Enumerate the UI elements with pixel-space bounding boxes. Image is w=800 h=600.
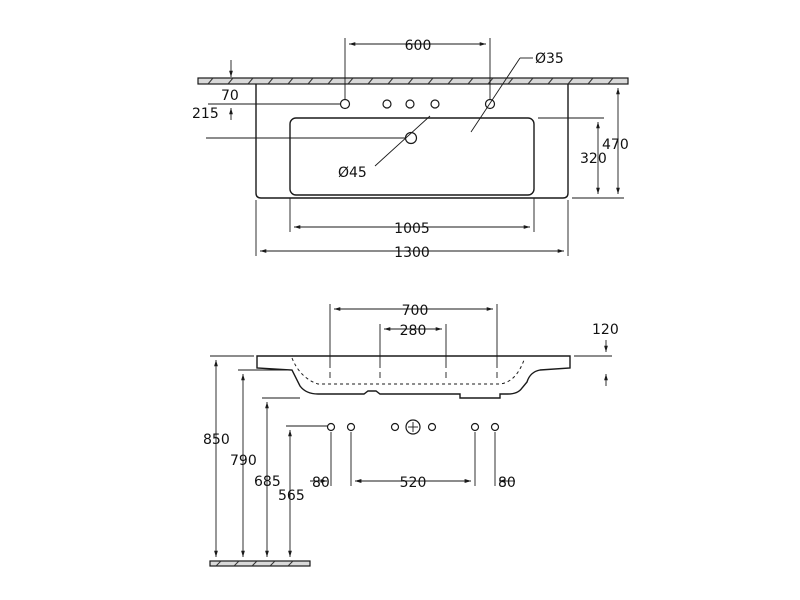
dim-tap-spacing: 600 <box>405 38 432 54</box>
fixing-hole-4 <box>427 422 437 432</box>
dim-rim-top-height: 790 <box>230 453 257 469</box>
tap-hole-left <box>339 98 351 110</box>
floor-hatching <box>215 560 294 567</box>
front-view: 700 280 120 850 790 685 565 <box>203 303 619 567</box>
bowl-outline <box>289 117 535 196</box>
dim-rim-height: 120 <box>592 322 619 338</box>
bowl-profile <box>291 357 525 385</box>
dim-bowl-depth: 320 <box>580 151 607 167</box>
dim-outer-hole-spacing: 700 <box>402 303 429 319</box>
fixing-hole-1 <box>326 422 336 432</box>
basin-profile <box>256 355 571 399</box>
drain-hole <box>404 131 418 145</box>
dim-drain-offset: 215 <box>192 106 219 122</box>
dim-inner-hole-spacing: 280 <box>400 323 427 339</box>
countertop-slab <box>197 77 629 85</box>
countertop-hatching <box>207 77 614 85</box>
fixing-hole-5 <box>470 422 480 432</box>
dim-tap-hole-offset: 70 <box>221 88 239 104</box>
dim-total-width: 1300 <box>394 245 430 261</box>
tap-hole-1 <box>382 99 392 109</box>
tap-hole-2 <box>405 99 415 109</box>
dim-fixing-height: 565 <box>278 488 305 504</box>
fixing-hole-6 <box>490 422 500 432</box>
top-view: 600 Ø35 70 215 320 470 Ø45 1005 1300 <box>192 38 629 261</box>
floor-slab <box>209 560 311 567</box>
fixing-hole-3 <box>390 422 400 432</box>
dim-underside-height: 685 <box>254 474 281 490</box>
tap-hole-3 <box>430 99 440 109</box>
dim-bowl-width: 1005 <box>394 221 430 237</box>
basin-outline <box>255 84 569 199</box>
dim-total-depth: 470 <box>602 137 629 153</box>
dim-center-spacing: 520 <box>400 475 427 491</box>
fixing-hole-2 <box>346 422 356 432</box>
dim-total-height: 850 <box>203 432 230 448</box>
dim-right-offset: 80 <box>498 475 516 491</box>
dim-drain-diameter: Ø45 <box>338 165 367 181</box>
dim-tap-hole-diameter: Ø35 <box>535 51 564 67</box>
dim-left-offset: 80 <box>312 475 330 491</box>
